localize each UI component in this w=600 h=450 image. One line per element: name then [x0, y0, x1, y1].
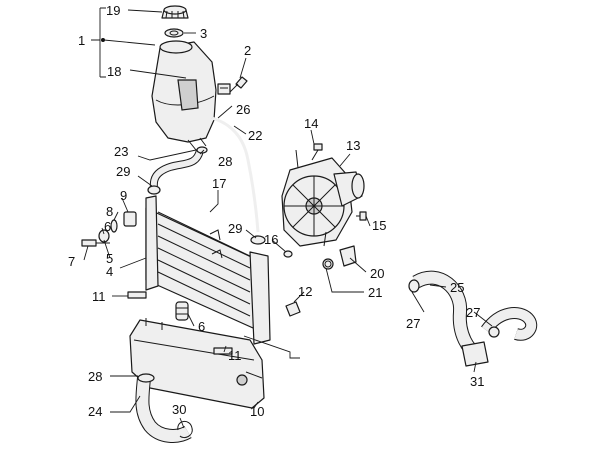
lower-hose: [135, 373, 193, 443]
radiator-cap: [161, 5, 189, 19]
callout-4: 4: [106, 264, 113, 279]
callout-21: 21: [368, 285, 382, 300]
callout-labels: 19 1 3 18 2 26 22 14 13 23 28 29 17 9 8 …: [68, 3, 484, 419]
bolt-11b: [213, 347, 233, 355]
callout-6-fitting: 6: [104, 219, 111, 234]
callout-13: 13: [346, 138, 360, 153]
callout-15: 15: [372, 218, 386, 233]
callout-20: 20: [370, 266, 384, 281]
bolt-15: [356, 211, 367, 221]
temperature-sensor: [283, 245, 357, 270]
callout-7: 7: [68, 254, 75, 269]
callout-23: 23: [114, 144, 128, 159]
callout-22: 22: [248, 128, 262, 143]
callout-25: 25: [450, 280, 464, 295]
bolt-14: [311, 143, 323, 161]
callout-10: 10: [250, 404, 264, 419]
callout-16: 16: [264, 232, 278, 247]
radiator: [145, 195, 271, 345]
callout-1: 1: [78, 33, 85, 48]
callout-11-upper: 11: [92, 289, 106, 304]
cap-seal: [164, 28, 184, 38]
group-1-bracket: [91, 7, 156, 78]
callout-18: 18: [107, 64, 121, 79]
bolt-11a: [127, 291, 147, 299]
callout-30: 30: [172, 402, 186, 417]
callout-12: 12: [298, 284, 312, 299]
hose-clamp-29b: [250, 235, 266, 245]
clip-26: [217, 83, 231, 95]
callout-11-lower: 11: [228, 348, 242, 363]
callout-19: 19: [106, 3, 120, 18]
callout-6-grommet: 6: [198, 319, 205, 334]
callout-5: 5: [106, 251, 113, 266]
expansion-tank: [151, 40, 217, 151]
radiator-support: [129, 318, 265, 409]
bolt-2: [227, 76, 248, 95]
callout-29-right: 29: [228, 221, 242, 236]
callout-28-upper: 28: [218, 154, 232, 169]
callout-27-left: 27: [406, 316, 420, 331]
callout-3: 3: [200, 26, 207, 41]
upper-hose: [408, 270, 538, 367]
nut-12: [285, 301, 301, 317]
hose-23: [147, 146, 208, 195]
breather-hose: [211, 116, 260, 233]
callout-28-lower: 28: [88, 369, 102, 384]
leader-lines: [83, 9, 493, 429]
callout-8: 8: [106, 204, 113, 219]
callout-14: 14: [304, 116, 318, 131]
cooling-fan: [281, 149, 365, 247]
callout-24: 24: [88, 404, 102, 419]
callout-31: 31: [470, 374, 484, 389]
callout-26: 26: [236, 102, 250, 117]
callout-2: 2: [244, 43, 251, 58]
callout-27-right: 27: [466, 305, 480, 320]
grommet-6: [175, 301, 189, 321]
callout-9: 9: [120, 188, 127, 203]
callout-17: 17: [212, 176, 226, 191]
callout-29-left: 29: [116, 164, 130, 179]
